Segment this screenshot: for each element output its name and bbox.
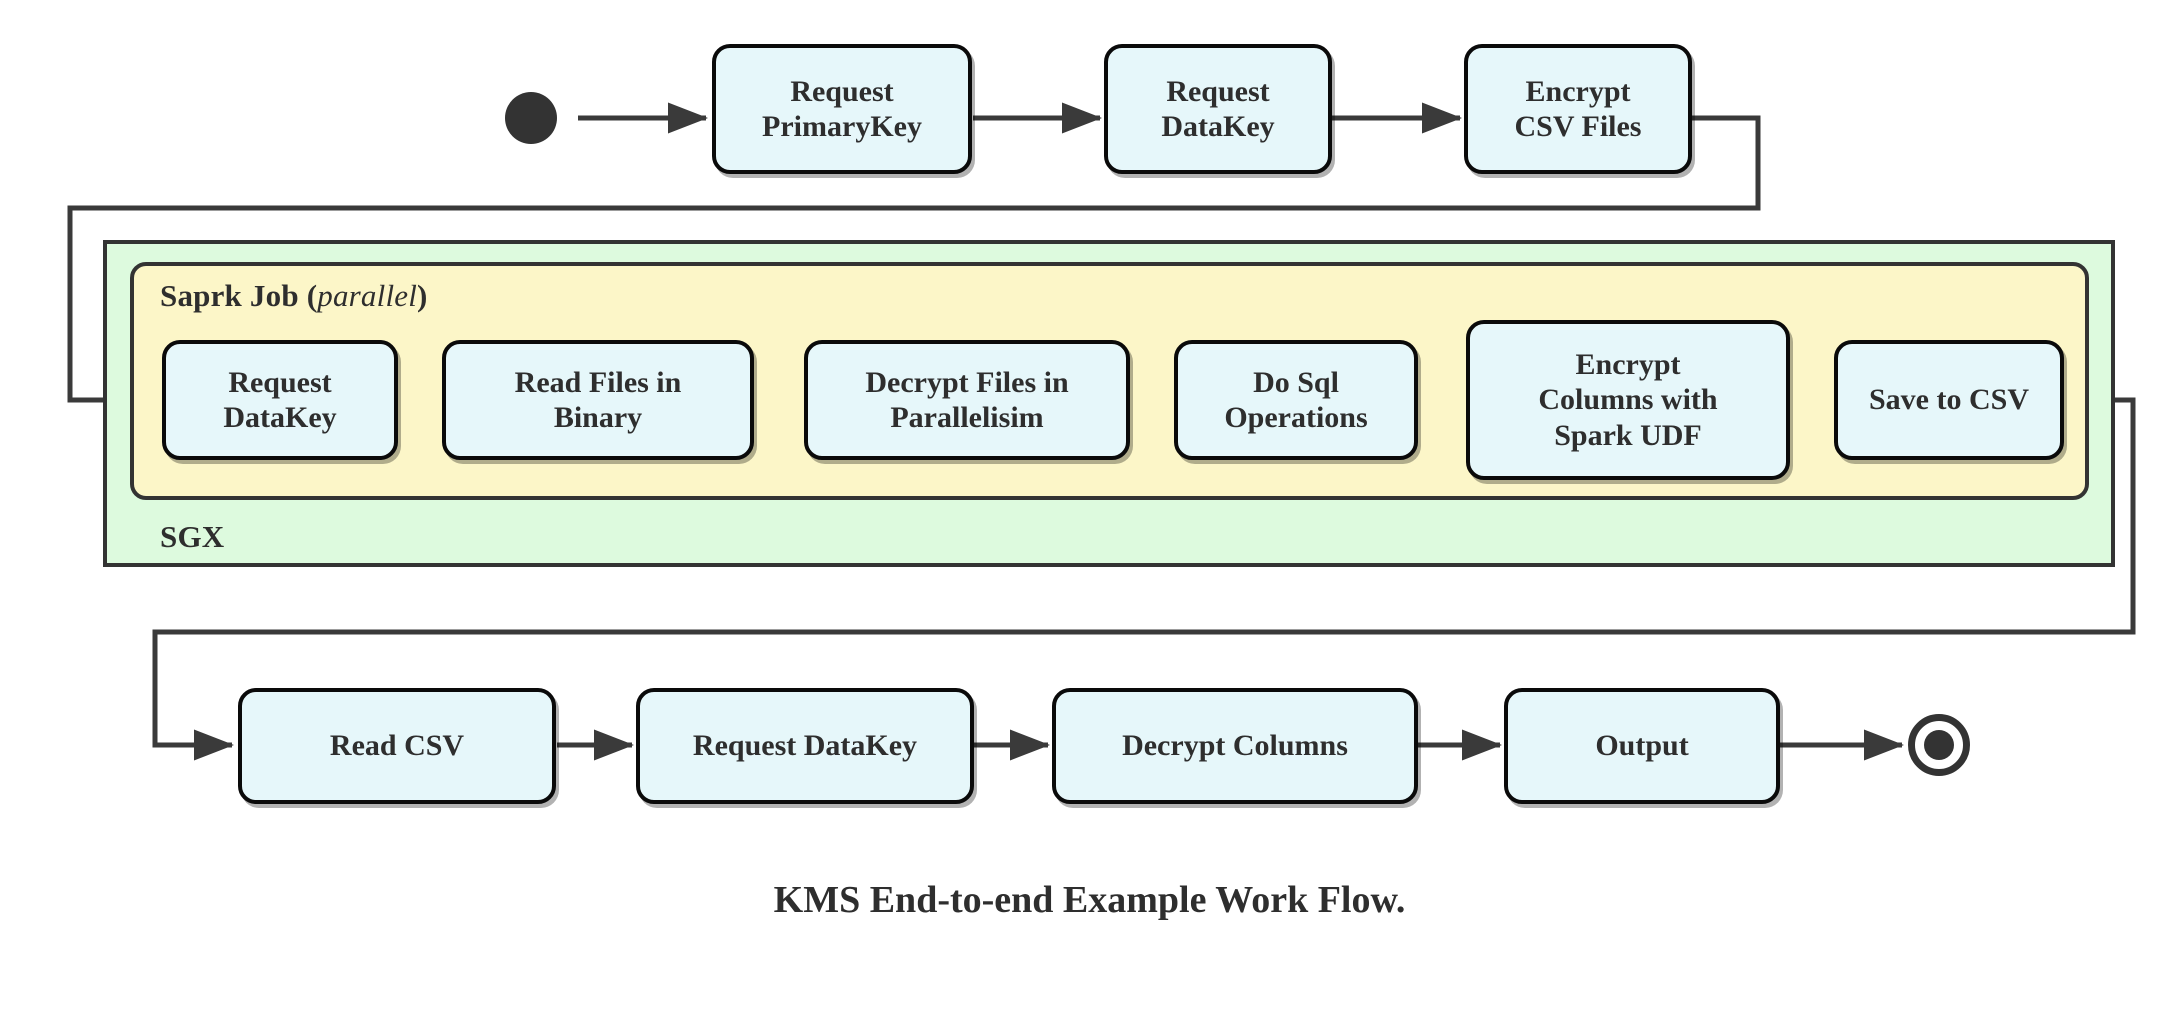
end-node [1908,714,1970,776]
start-node [505,92,557,144]
node-label: Save to CSV [1868,383,2029,417]
node-read-csv[interactable]: Read CSV [238,688,556,804]
node-request-datakey-bottom[interactable]: Request DataKey [636,688,974,804]
node-label: Request DataKey [692,729,918,763]
spark-paren-open: ( [306,278,318,313]
node-decrypt-columns[interactable]: Decrypt Columns [1052,688,1418,804]
end-node-inner-dot [1924,730,1954,760]
node-label: Decrypt Columns [1122,729,1348,763]
spark-job-label: Saprk Job (parallel) [160,278,428,314]
node-label: Read CSV [329,729,465,763]
sgx-label: SGX [160,519,225,554]
spark-paren-close: ) [417,278,428,313]
spark-job-label-bold: Saprk Job [160,278,299,313]
node-output[interactable]: Output [1504,688,1780,804]
node-label: Output [1595,729,1689,763]
diagram-caption: KMS End-to-end Example Work Flow. [773,879,1406,921]
spark-job-label-italic: parallel [317,278,418,313]
node-save-to-csv[interactable]: Save to CSV [1834,340,2064,460]
